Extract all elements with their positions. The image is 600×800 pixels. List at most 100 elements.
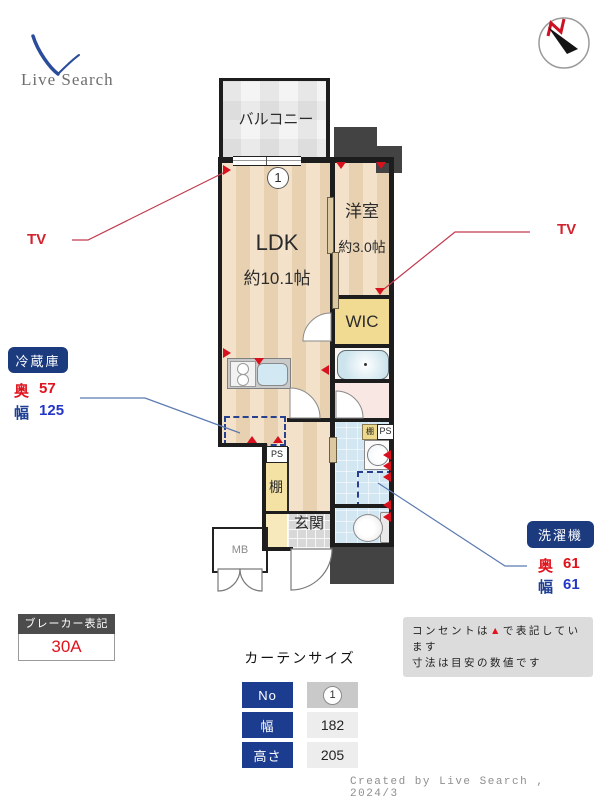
shelf-column — [265, 461, 287, 512]
curtain-no-circle: 1 — [323, 685, 342, 705]
wall-segment — [330, 157, 335, 547]
entrance-floor — [288, 513, 330, 548]
ldk-size-label: 約10.1帖 — [243, 269, 311, 288]
sliding-door-panel — [327, 197, 334, 254]
wall-segment — [332, 379, 394, 383]
credit-text: Created by Live Search , 2024/3 — [350, 776, 545, 800]
curtain-row-width-label: 幅 — [242, 712, 293, 738]
compass-north-glyph — [546, 18, 566, 37]
fridge-leader-line — [80, 397, 241, 434]
exterior-mass — [330, 547, 394, 584]
burner — [237, 374, 249, 386]
outlet-marker-glyph: ▲ — [490, 625, 503, 637]
washer-width: 幅 61 — [538, 576, 580, 597]
ps-small-label: PS — [379, 426, 392, 436]
tv-right-label: TV — [557, 221, 577, 238]
wall-segment — [218, 443, 267, 447]
ldk-floor — [222, 161, 330, 446]
wall-segment — [332, 344, 394, 348]
bedroom-size-label: 約3.0帖 — [338, 239, 386, 255]
curtain-row-height-label: 高さ — [242, 742, 293, 768]
depth-label: 奥 — [538, 558, 554, 575]
shelf-small-box: 棚 — [362, 424, 378, 440]
curtain-row-no-label: No — [242, 682, 293, 708]
entrance-label: 玄関 — [293, 515, 324, 532]
washing-machine-space — [357, 471, 393, 508]
fridge-badge: 冷蔵庫 — [8, 347, 68, 373]
wall-segment — [332, 543, 394, 547]
shoe-cabinet — [265, 513, 287, 548]
width-value: 61 — [563, 576, 580, 593]
balcony-floor — [222, 81, 326, 158]
bathtub — [337, 350, 389, 380]
notes-line1: コンセントは▲で表記しています — [412, 625, 581, 653]
wic-label: WIC — [345, 312, 379, 331]
toilet-bowl — [353, 514, 383, 542]
shelf-small-label: 棚 — [366, 427, 374, 436]
breaker-value: 30A — [18, 634, 115, 661]
wall-segment — [262, 547, 293, 551]
curtain-marker-circle: 1 — [267, 167, 289, 189]
pipe-space-washroom: PS — [377, 424, 394, 440]
wall-segment — [389, 157, 394, 547]
tv-left-leader-line — [72, 171, 226, 241]
ldk-label: LDK — [255, 230, 299, 255]
wall-segment — [287, 418, 394, 422]
dressing-room-floor — [335, 382, 389, 419]
width-value: 125 — [39, 402, 65, 419]
entrance-door-arc — [290, 548, 333, 591]
washer-depth: 奥 61 — [538, 555, 580, 576]
shelf-label: 棚 — [269, 479, 283, 495]
wall-segment — [218, 157, 222, 447]
refrigerator-space — [224, 416, 286, 446]
wall-segment — [287, 447, 289, 514]
ps-label: PS — [270, 449, 283, 459]
curtain-row-width-value: 182 — [307, 712, 358, 738]
logo-text: Live Search — [21, 70, 114, 89]
exterior-mass — [334, 127, 377, 159]
curtain-row-no-value: 1 — [307, 682, 358, 708]
wall-segment — [218, 157, 394, 163]
depth-value: 61 — [563, 555, 580, 572]
washer-badge: 洗濯機 — [527, 521, 594, 548]
mb-label: MB — [231, 544, 249, 556]
notes-box: コンセントは▲で表記しています 寸法は目安の数値です — [403, 617, 593, 677]
wall-segment — [326, 78, 330, 162]
wall-segment — [219, 78, 330, 81]
kitchen-sink — [257, 363, 288, 386]
wall-segment — [332, 504, 394, 508]
breaker-title: ブレーカー表記 — [18, 614, 115, 634]
wall-segment — [262, 443, 266, 551]
width-label: 幅 — [538, 579, 554, 596]
washbasin — [364, 440, 393, 470]
compass-icon — [538, 17, 590, 69]
bathtub-drain — [364, 363, 367, 366]
wic-floor — [335, 298, 389, 345]
tv-right-leader-line — [383, 231, 530, 290]
corridor-floor — [289, 421, 330, 512]
sliding-door-panel — [332, 252, 339, 309]
wall-segment — [219, 78, 223, 162]
width-label: 幅 — [14, 405, 30, 422]
washbasin-bowl — [367, 444, 389, 466]
depth-value: 57 — [39, 380, 56, 397]
fridge-depth: 奥 57 — [14, 380, 56, 401]
washer-leader-line — [377, 482, 527, 567]
stove — [230, 361, 256, 387]
wall-segment — [332, 295, 394, 299]
balcony-label: バルコニー — [238, 111, 314, 128]
balcony-window — [233, 156, 301, 166]
fridge-width: 幅 125 — [14, 402, 64, 423]
pipe-space-kitchen: PS — [266, 446, 288, 463]
bedroom-floor — [335, 161, 389, 297]
depth-label: 奥 — [14, 383, 30, 400]
tv-left-label: TV — [27, 231, 47, 248]
notes-line2: 寸法は目安の数値です — [412, 657, 542, 669]
meter-box: MB — [212, 527, 268, 573]
compass-needle — [548, 27, 578, 54]
wall-segment — [265, 511, 330, 514]
washroom-door-panel — [329, 437, 337, 463]
curtain-table-title: カーテンサイズ — [244, 650, 356, 666]
bedroom-label: 洋室 — [345, 202, 379, 221]
